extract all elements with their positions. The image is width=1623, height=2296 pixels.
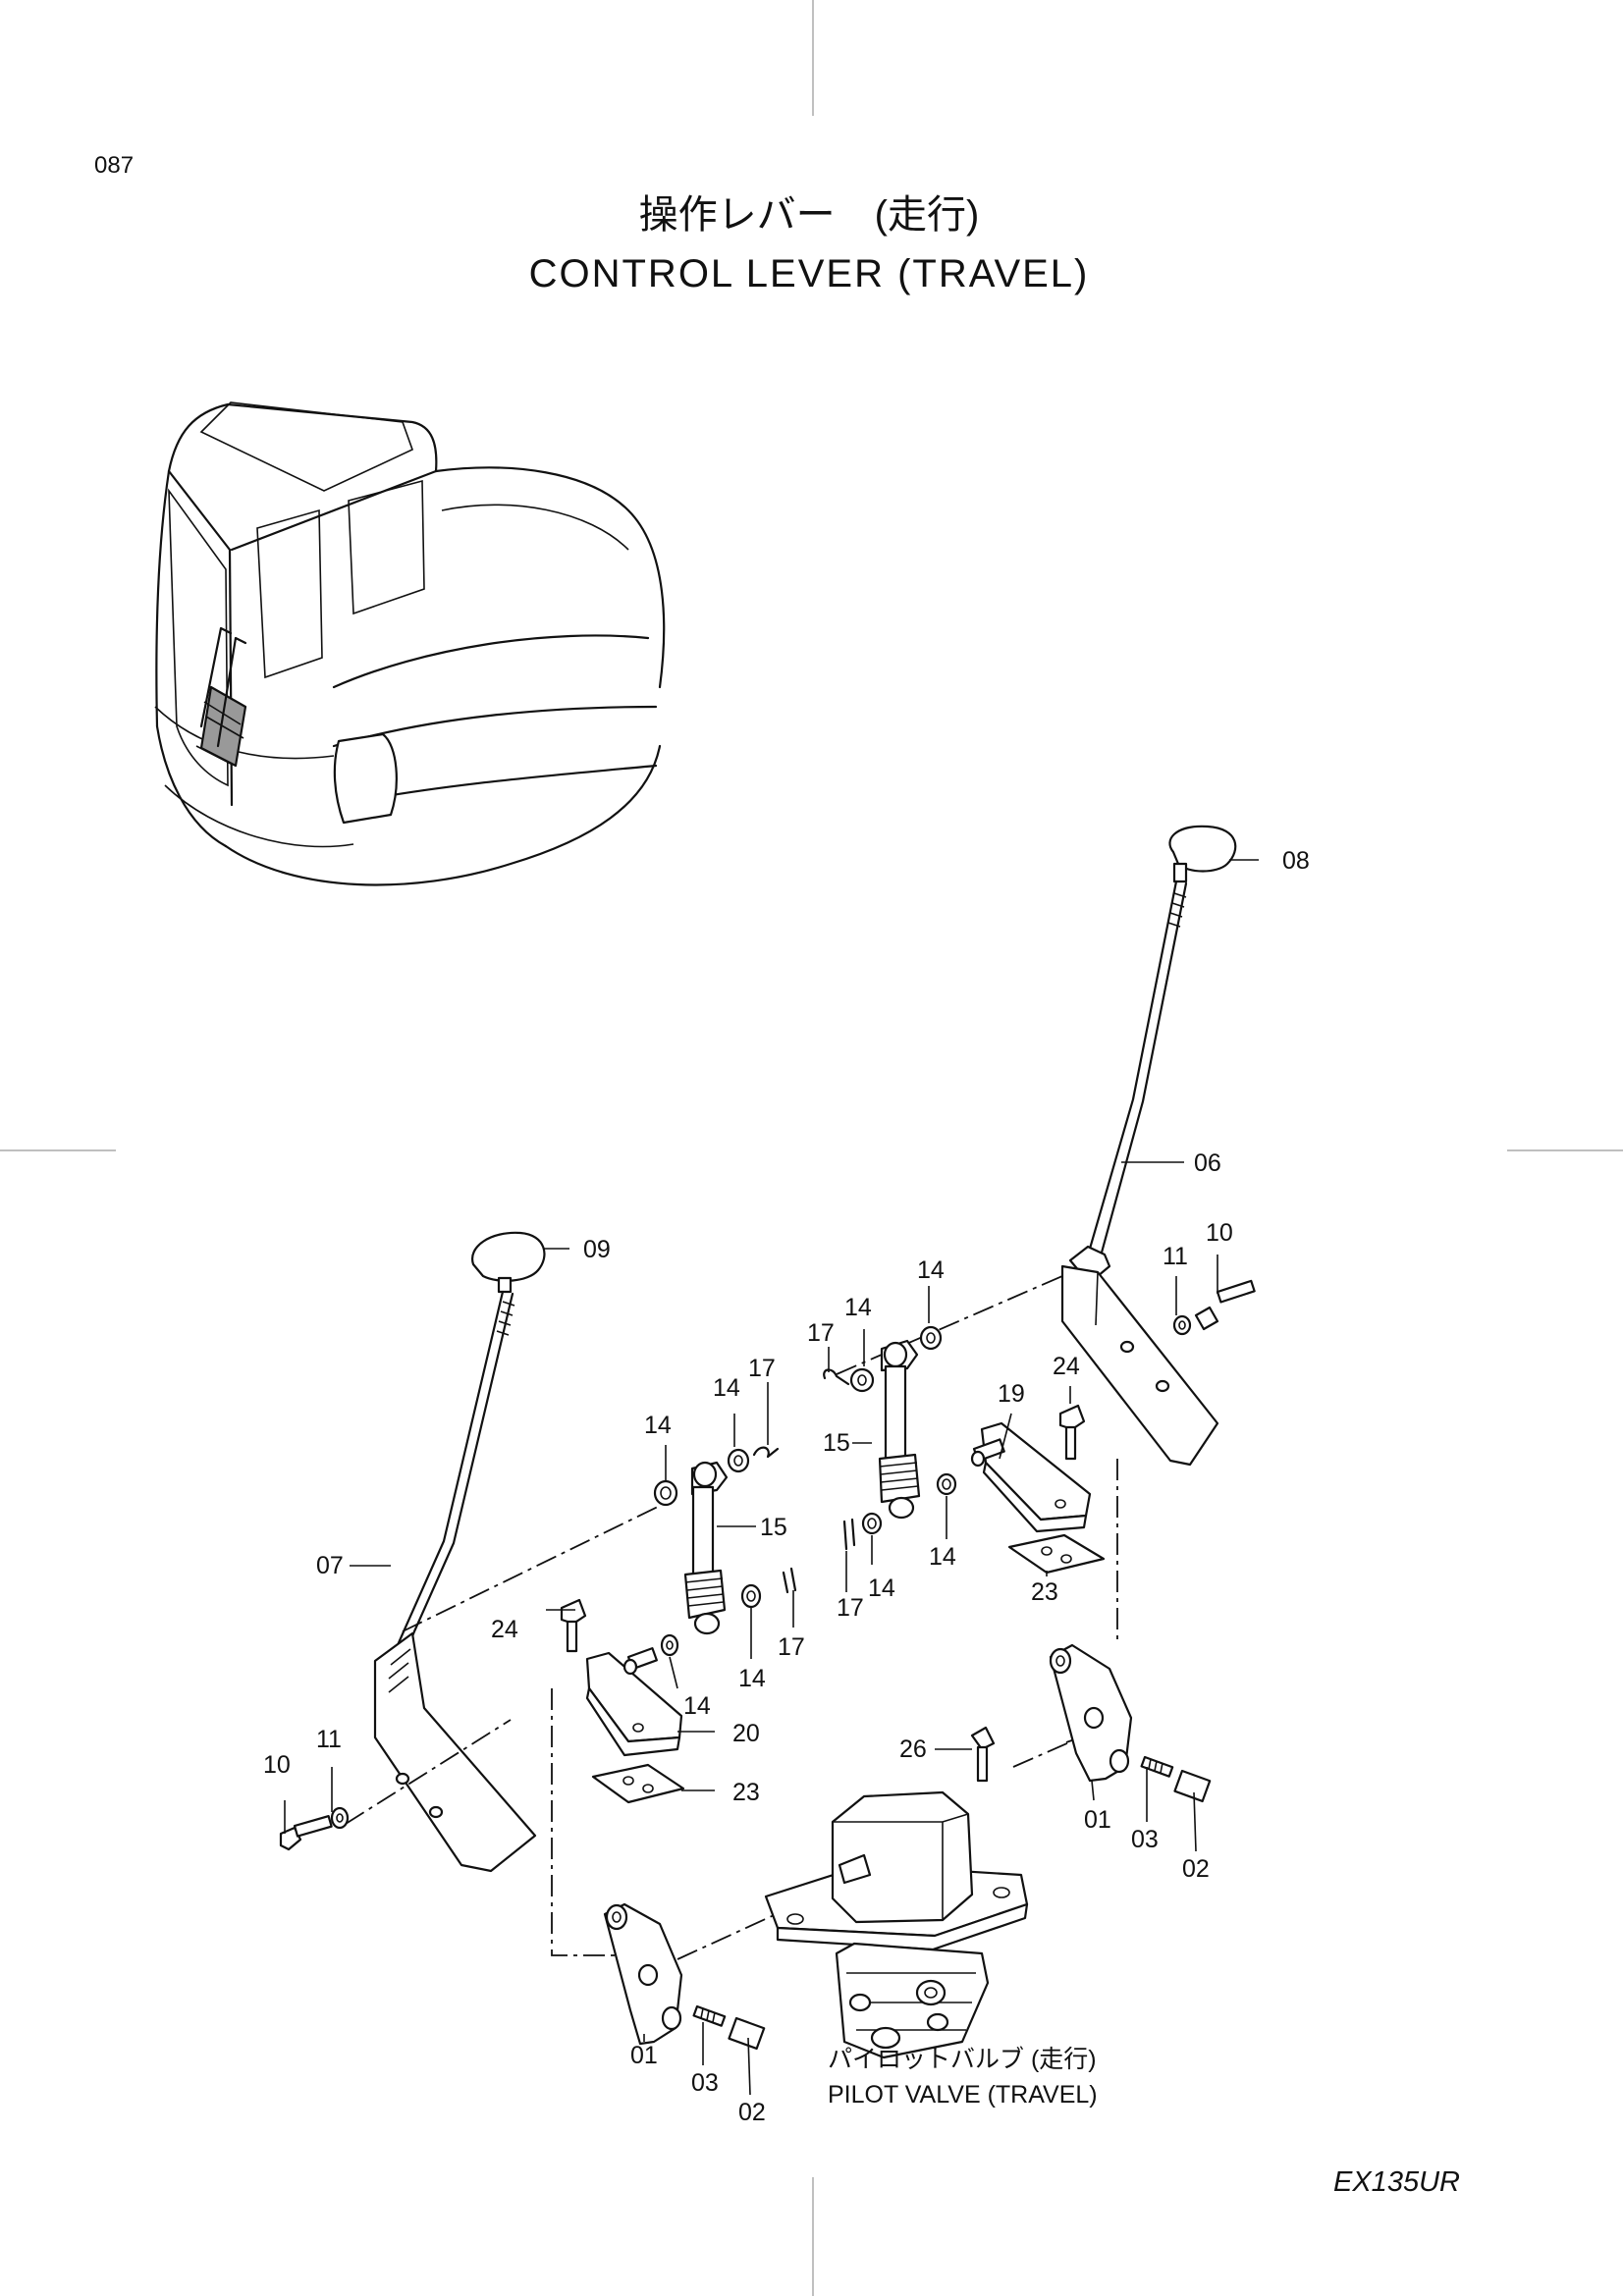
callout-17-d: 17 xyxy=(778,1633,805,1661)
callout-10-left: 10 xyxy=(263,1751,291,1779)
callout-14-d: 14 xyxy=(917,1256,945,1284)
knob-09-collar xyxy=(497,1276,513,1294)
lever-06-plate xyxy=(1060,1264,1219,1467)
pilot-valve-caption-jp: パイロットバルブ (走行) xyxy=(828,2046,1097,2073)
callout-01-right: 01 xyxy=(1084,1806,1111,1834)
callout-23-right: 23 xyxy=(1031,1578,1058,1606)
plate-23 xyxy=(591,1763,685,1804)
bolt-10 xyxy=(279,1826,302,1851)
knob-08-collar xyxy=(1172,862,1188,883)
right-bracket-assembly xyxy=(970,1404,1106,1575)
left-bracket-assembly xyxy=(560,1598,685,1804)
callout-14-e: 14 xyxy=(929,1543,956,1571)
bolt-10 xyxy=(1194,1306,1219,1331)
bolt-24 xyxy=(1058,1404,1086,1431)
washer-14 xyxy=(919,1325,943,1351)
knob-09 xyxy=(470,1231,546,1282)
pin-03 xyxy=(1140,1755,1174,1778)
callout-01-left: 01 xyxy=(630,2042,658,2069)
washer-11 xyxy=(1172,1314,1192,1336)
callout-03-right: 03 xyxy=(1131,1826,1159,1853)
valve-cover xyxy=(831,1790,974,1924)
title-english: CONTROL LEVER (TRAVEL) xyxy=(529,252,1090,295)
callout-14-f: 14 xyxy=(868,1575,895,1602)
callout-labels: 08 06 09 07 15 15 14 14 17 17 14 14 19 2… xyxy=(263,847,1310,2126)
pilot-valve-caption-en: PILOT VALVE (TRAVEL) xyxy=(828,2081,1098,2109)
excavator-cab-illustration xyxy=(154,401,666,886)
callout-17-b: 17 xyxy=(807,1319,835,1347)
callout-24-left: 24 xyxy=(491,1616,518,1643)
callout-17-a: 17 xyxy=(748,1355,776,1382)
callout-10-right: 10 xyxy=(1206,1219,1233,1247)
callout-03-left: 03 xyxy=(691,2069,719,2097)
callout-08: 08 xyxy=(1282,847,1310,875)
callout-09: 09 xyxy=(583,1236,611,1263)
washer-11 xyxy=(330,1806,350,1830)
callout-24-right: 24 xyxy=(1053,1353,1080,1380)
callout-02-left: 02 xyxy=(738,2099,766,2126)
pipe-02 xyxy=(728,2016,766,2051)
leader-lines xyxy=(284,859,1259,2096)
callout-11-left: 11 xyxy=(316,1726,342,1753)
callout-23-left: 23 xyxy=(732,1779,760,1806)
right-hardware xyxy=(1172,1279,1256,1336)
page-number: 087 xyxy=(94,152,134,179)
callout-07: 07 xyxy=(316,1552,344,1579)
right-damper-assembly xyxy=(823,1325,957,1551)
callout-15-right: 15 xyxy=(823,1429,850,1457)
damper-15-rod xyxy=(691,1485,715,1577)
callout-20: 20 xyxy=(732,1720,760,1747)
lever-07-assembly xyxy=(373,1231,546,1873)
plate-23 xyxy=(1007,1533,1106,1575)
left-lower-bracket xyxy=(603,1902,766,2051)
left-hardware xyxy=(279,1806,350,1851)
lever-06-assembly xyxy=(1060,825,1237,1467)
callout-02-right: 02 xyxy=(1182,1855,1210,1883)
callout-14-b: 14 xyxy=(713,1374,740,1402)
model-name: EX135UR xyxy=(1333,2166,1460,2198)
right-lower-bracket xyxy=(1049,1643,1212,1803)
callout-14-a: 14 xyxy=(644,1412,672,1439)
callout-26: 26 xyxy=(899,1735,927,1763)
callout-19: 19 xyxy=(998,1380,1025,1408)
callout-14-c: 14 xyxy=(844,1294,872,1321)
callout-11-right: 11 xyxy=(1163,1243,1188,1270)
pilot-valve-illustration xyxy=(764,1726,1029,2059)
pipe-02 xyxy=(1173,1769,1212,1803)
callout-14-g: 14 xyxy=(738,1665,766,1692)
callout-14-h: 14 xyxy=(683,1692,711,1720)
left-damper-assembly xyxy=(653,1446,797,1657)
lever-07-plate xyxy=(373,1631,537,1873)
knob-08 xyxy=(1168,825,1237,873)
washer-14 xyxy=(653,1479,678,1507)
callout-06: 06 xyxy=(1194,1149,1221,1177)
callout-15-left: 15 xyxy=(760,1514,787,1541)
bolt-26 xyxy=(970,1726,996,1751)
valve-body xyxy=(835,1942,990,2059)
bolt-24 xyxy=(560,1598,587,1626)
title-japanese: 操作レバー (走行) xyxy=(639,193,980,237)
damper-15-spring xyxy=(878,1453,921,1504)
callout-17-c: 17 xyxy=(837,1594,864,1622)
damper-15-rod xyxy=(884,1364,907,1463)
pin-03 xyxy=(692,2004,727,2027)
